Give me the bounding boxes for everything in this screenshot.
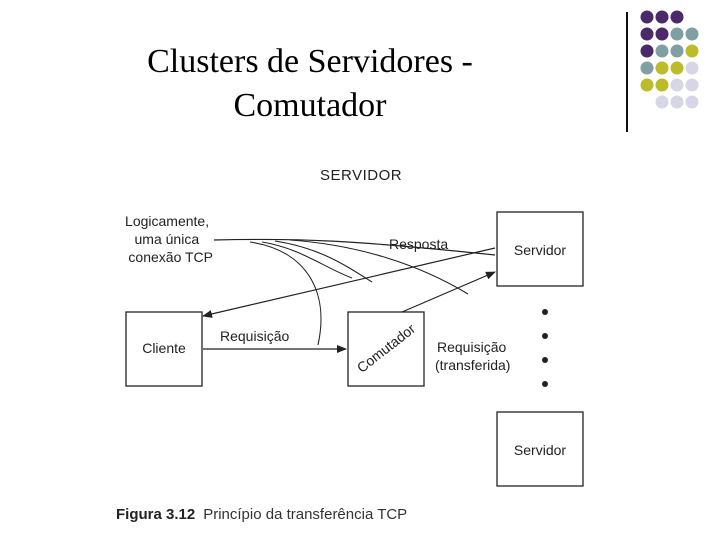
client-box [125,311,203,387]
logical-curve-4 [289,239,469,295]
forwarded-label: Requisição (transferida) [435,339,510,373]
decorative-dot [640,27,654,41]
decorative-dot [640,10,654,24]
server-bottom-label: Servidor [514,442,566,458]
decorative-dot [670,10,684,24]
tcp-note-line-1: Logicamente, [125,213,209,229]
decorative-dot [685,78,699,92]
decorative-dot [640,44,654,58]
slide-title: Clusters de Servidores - Comutador [100,40,520,128]
server-ellipsis [542,309,548,387]
decorative-dot [640,61,654,75]
forwarded-request-arrow [401,271,496,313]
figure-number: Figura 3.12 [116,506,196,523]
decorative-dot [670,44,684,58]
slide-title-line-1: Clusters de Servidores - [147,43,473,80]
response-label: Resposta [389,236,448,252]
decorative-dot [640,78,654,92]
server-top-label: Servidor [514,242,566,258]
forwarded-label-line-1: Requisição [437,339,506,355]
server-top-box [496,211,584,287]
decorative-dot [685,27,699,41]
request-label: Requisição [220,328,289,344]
decorative-dot [655,27,669,41]
decorative-dot-grid [626,10,699,132]
logical-curve-3 [274,240,373,283]
server-bottom-box [496,411,584,487]
decorative-dot [670,78,684,92]
slide-title-line-2: Comutador [233,87,387,124]
figure-caption: Figura 3.12 Princípio da transferência TC… [116,506,407,523]
decorative-dot [655,78,669,92]
logical-curve-1 [249,241,322,346]
tcp-note-line-3: conexão TCP [128,249,213,265]
decorative-dot [685,95,699,109]
logical-curve-2 [261,241,353,279]
switch-box [347,311,425,387]
decorative-dot [685,61,699,75]
decorative-dot [670,27,684,41]
response-arrow [202,247,496,318]
decorative-dot [685,44,699,58]
tcp-note: Logicamente, uma única conexão TCP [125,213,213,265]
client-label: Cliente [142,340,186,356]
decorative-dot [655,95,669,109]
tcp-note-pointer [213,238,496,256]
decorative-dot [655,44,669,58]
tcp-note-line-2: uma única [135,231,200,247]
decorative-dot [655,10,669,24]
decorative-dot [655,61,669,75]
decorative-dot [670,95,684,109]
decorative-dot [670,61,684,75]
figure-caption-text: Princípio da transferência TCP [203,506,408,523]
forwarded-label-line-2: (transferida) [435,357,510,373]
diagram-heading: SERVIDOR [320,167,402,184]
